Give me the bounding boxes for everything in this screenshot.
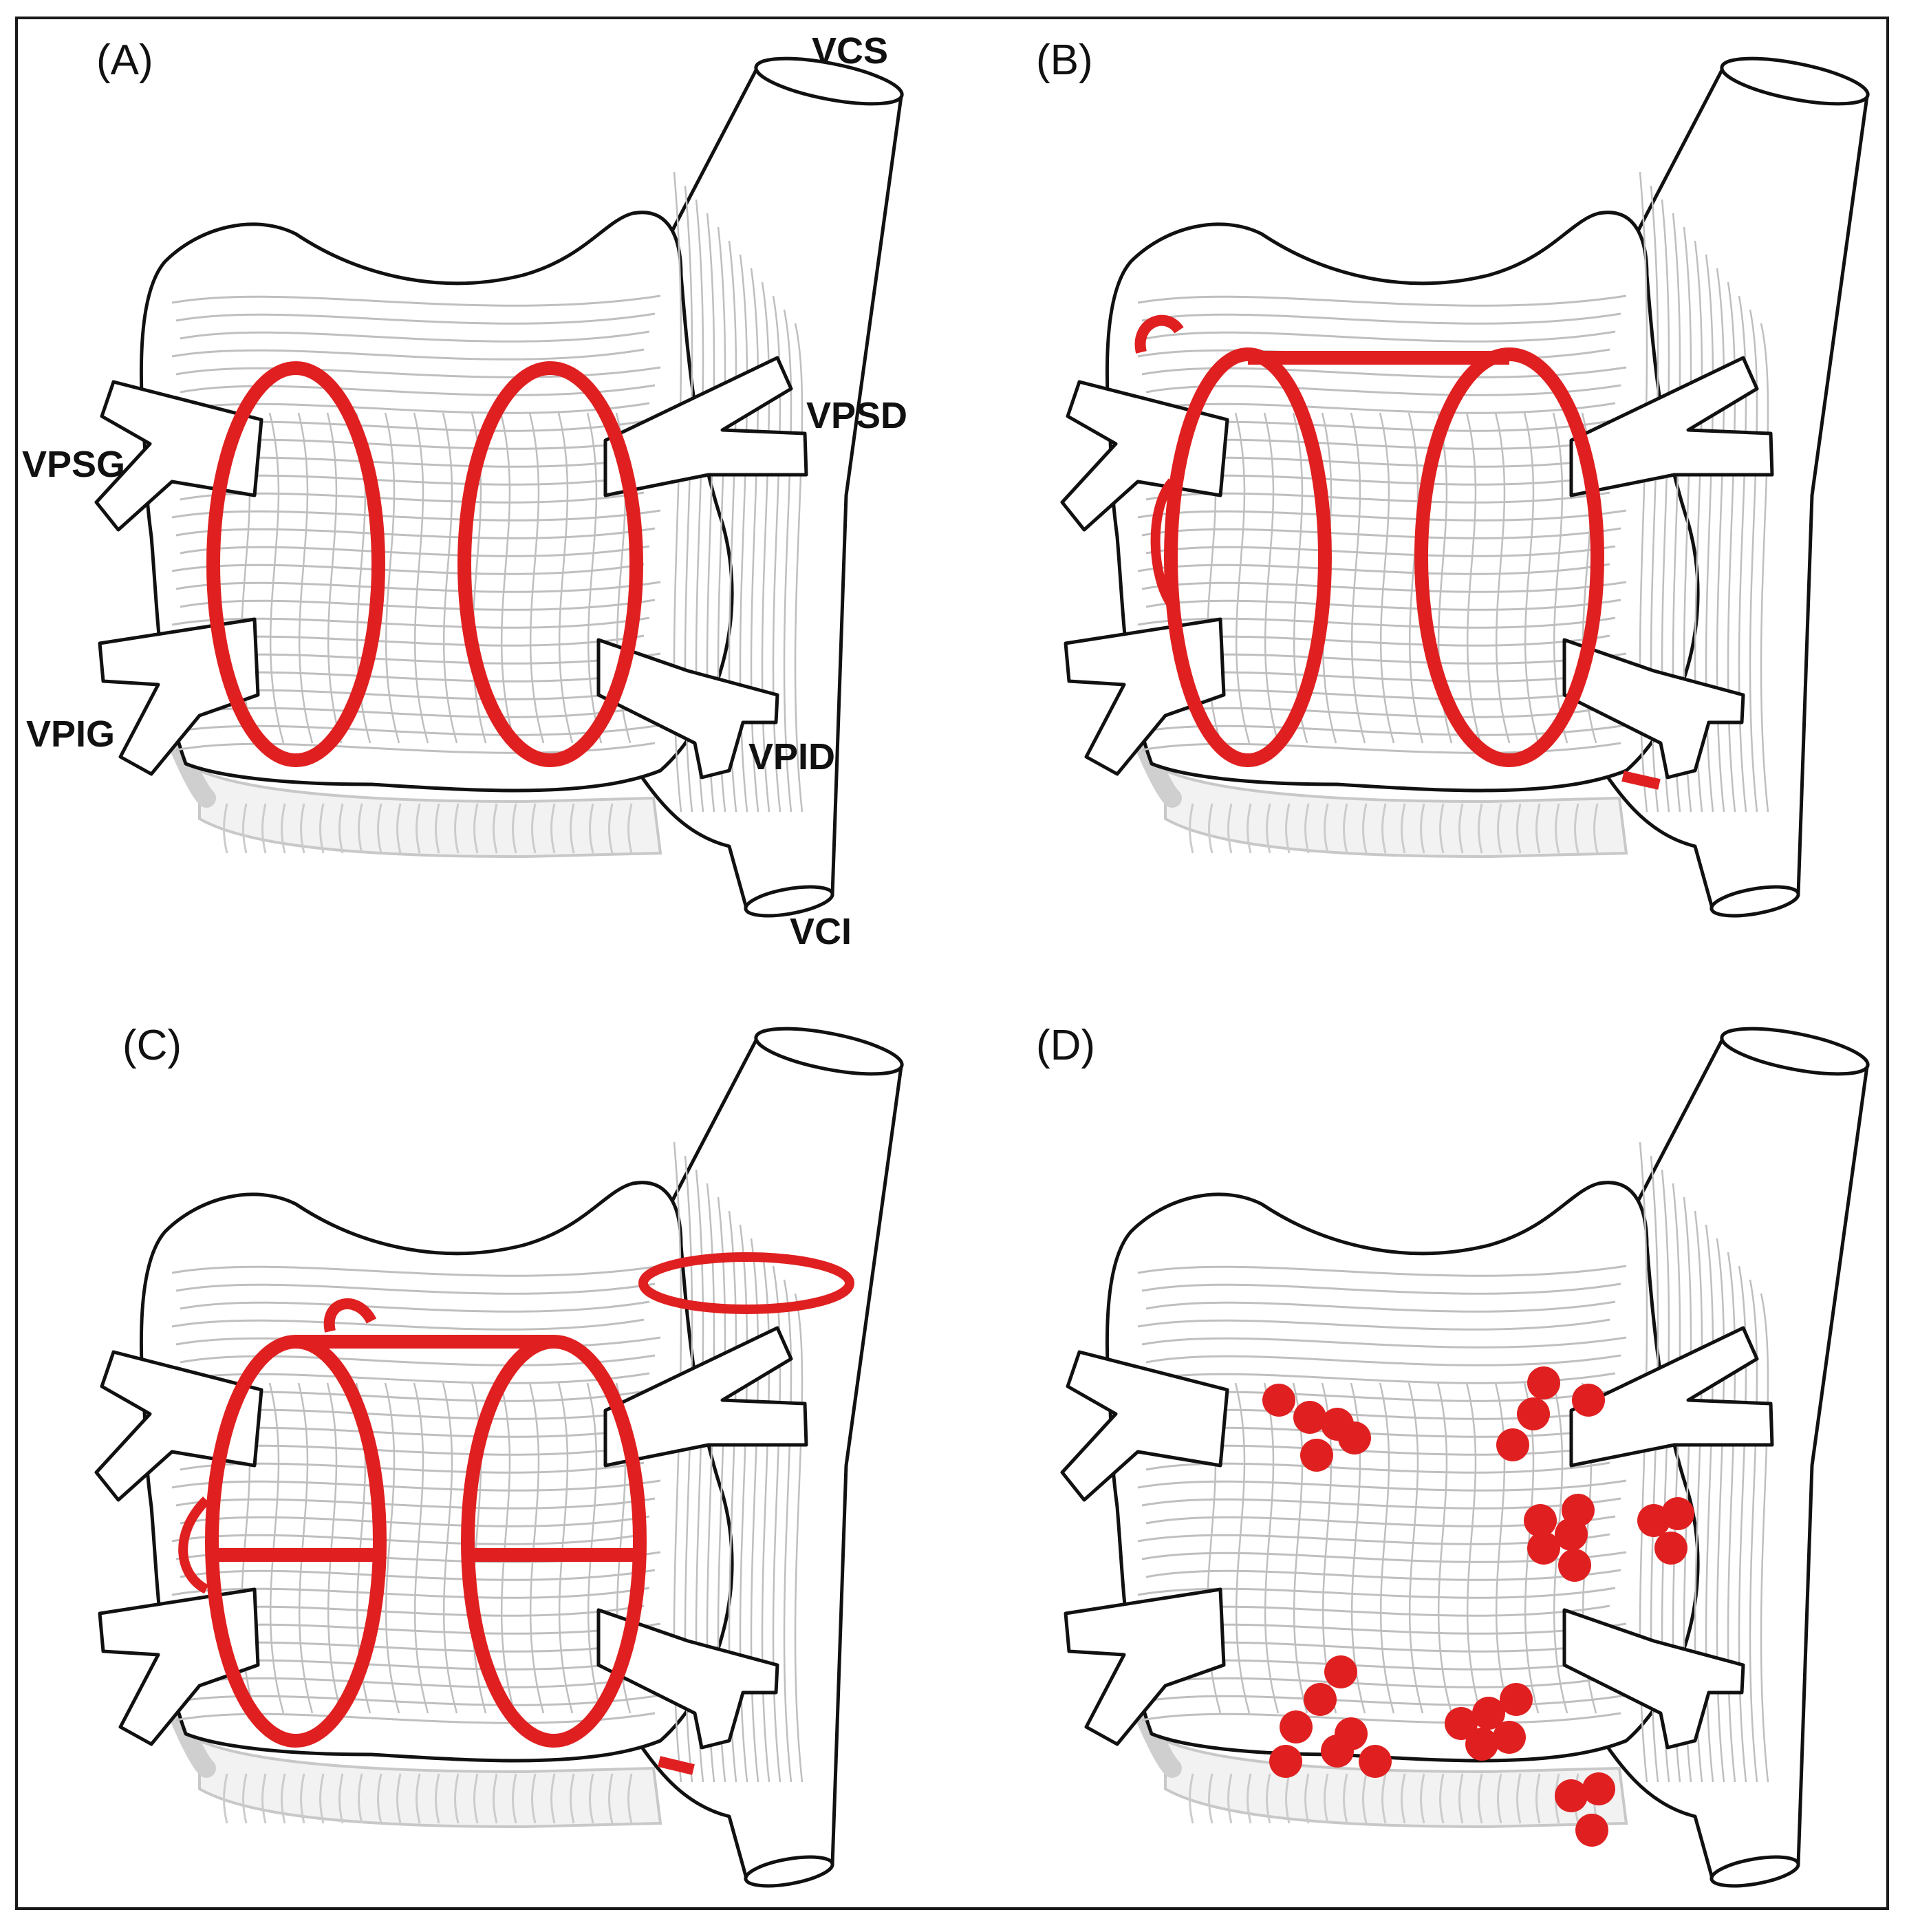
label-vpsd: VPSD: [806, 395, 907, 436]
lesion-set-d: [1262, 1366, 1694, 1847]
left-lateral-line: [1150, 478, 1176, 609]
label-vpsg: VPSG: [22, 444, 125, 485]
panel-label-a: (A): [96, 36, 153, 84]
left-pv-isolation-ring: [206, 361, 385, 767]
ablation-point-23: [1269, 1745, 1302, 1778]
figure-frame: [15, 17, 1889, 1910]
ablation-point-12: [1555, 1518, 1588, 1551]
ablation-point-20: [1280, 1710, 1313, 1743]
roof-loop: [1134, 314, 1184, 354]
ablation-point-9: [1496, 1428, 1529, 1461]
ablation-point-4: [1338, 1421, 1371, 1455]
label-vpid: VPID: [748, 736, 835, 777]
label-vcs: VCS: [812, 30, 888, 72]
ablation-point-27: [1500, 1683, 1533, 1716]
ablation-point-13: [1527, 1532, 1560, 1565]
ablation-point-18: [1324, 1655, 1357, 1688]
panel-b: (B): [1036, 36, 1871, 921]
ablation-point-14: [1558, 1549, 1591, 1582]
label-vci: VCI: [790, 911, 852, 952]
panel-a: (A) VCS VPSD VPSG VPIG VPID VCI: [22, 30, 907, 952]
mitral-isthmus-line: [658, 1756, 695, 1775]
ablation-point-6: [1527, 1366, 1560, 1399]
panel-c: (C): [96, 1020, 905, 1891]
ablation-point-22: [1321, 1735, 1354, 1768]
ablation-point-24: [1359, 1745, 1392, 1778]
panel-label-b: (B): [1036, 36, 1093, 84]
panel-label-d: (D): [1036, 1022, 1095, 1069]
ablation-point-8: [1517, 1397, 1550, 1430]
ablation-point-2: [1293, 1401, 1326, 1434]
lesion-set-c: [178, 1252, 854, 1775]
ablation-point-7: [1572, 1384, 1605, 1417]
right-pv-isolation-ring: [457, 361, 643, 767]
ablation-point-29: [1465, 1728, 1498, 1761]
ablation-point-26: [1472, 1697, 1505, 1730]
ablation-point-31: [1582, 1772, 1615, 1805]
left-lateral-line: [178, 1496, 211, 1594]
ablation-point-32: [1575, 1814, 1608, 1847]
mitral-isthmus-line: [1621, 771, 1661, 790]
lesion-set-b: [1134, 314, 1661, 790]
ablation-point-19: [1304, 1683, 1337, 1716]
ablation-point-16: [1661, 1497, 1694, 1530]
panel-d: (D): [1036, 1020, 1871, 1891]
ablation-point-1: [1262, 1384, 1295, 1417]
ablation-point-25: [1445, 1707, 1478, 1740]
ablation-point-5: [1300, 1439, 1333, 1472]
ablation-point-28: [1493, 1721, 1526, 1754]
ablation-point-11: [1524, 1504, 1557, 1537]
label-vpig: VPIG: [26, 713, 115, 755]
roof-loop: [323, 1298, 377, 1333]
panel-label-c: (C): [122, 1022, 182, 1069]
ablation-point-17: [1654, 1532, 1687, 1565]
lesion-set-a: [206, 361, 643, 767]
svc-isolation-ring: [638, 1252, 854, 1314]
ablation-point-30: [1555, 1779, 1588, 1812]
